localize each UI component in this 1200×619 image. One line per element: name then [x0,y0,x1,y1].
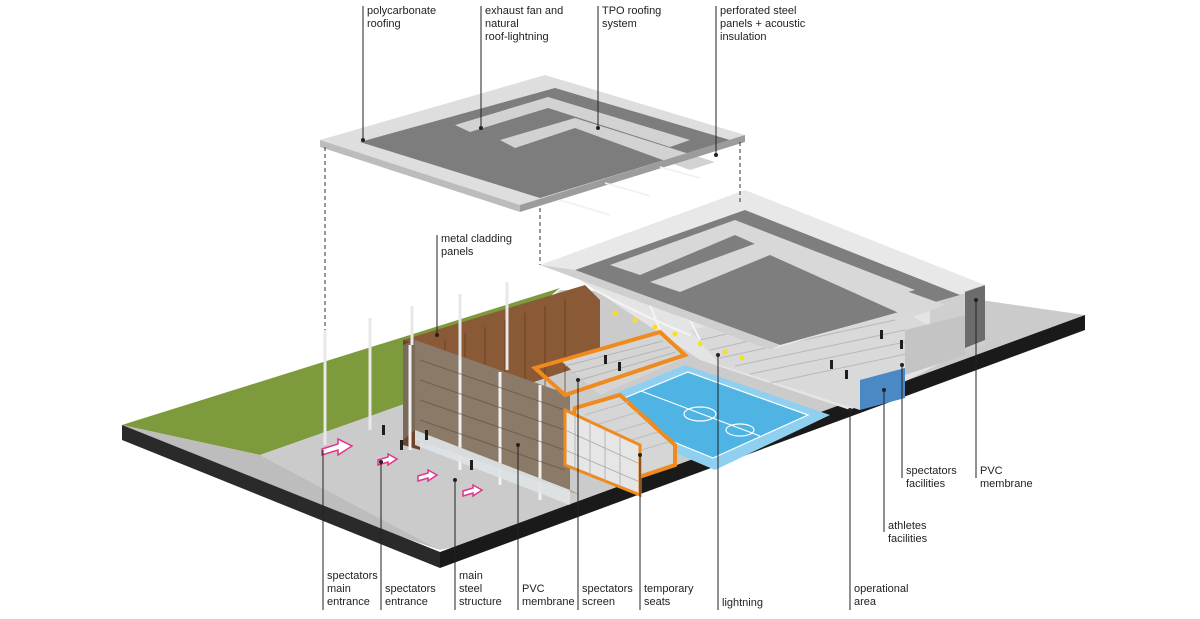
label-spectators-main-entrance: spectators main entrance [327,570,381,608]
label-tpo-roofing: TPO roofing system [602,5,664,30]
lighting-fixtures [612,310,745,361]
label-lightning: lightning [722,597,763,609]
explode-guides [324,142,741,330]
label-spectators-entrance: spectators entrance [385,583,439,608]
arrow-entrance-3 [462,483,484,498]
label-pvc-membrane-bottom: PVC membrane [522,583,575,608]
leader-lines [322,6,977,610]
entrance-arrows [321,437,484,498]
label-polycarbonate-roofing: polycarbonate roofing [367,5,439,30]
slab-top-left [122,425,440,550]
lighting-masts [323,282,509,445]
label-metal-cladding: metal cladding panels [441,233,515,258]
tpo-roofing-panel [360,88,730,198]
exploded-roof [320,75,745,216]
pvc-membrane-side [965,285,985,348]
label-spectators-facilities: spectators facilities [906,465,960,490]
slab-side-front [122,425,440,568]
arrow-main-entrance [321,437,354,457]
temporary-seats-upper [530,329,689,398]
facilities-stair [905,315,965,375]
people-figures [382,330,903,470]
label-spectators-screen: spectators screen [582,583,636,608]
label-operational-area: operational area [854,583,912,608]
arrow-entrance-2 [417,468,439,483]
glazing-lower [415,430,570,505]
hall-roof [540,190,985,350]
label-main-steel-structure: main steel structure [459,570,502,608]
label-exhaust-fan: exhaust fan and natural roof-lightning [485,5,566,43]
label-athletes-facilities: athletes facilities [888,520,930,545]
label-temporary-seats: temporary seats [644,583,697,608]
label-pvc-membrane-right: PVC membrane [980,465,1033,490]
label-perforated-panels: perforated steel panels + acoustic insul… [720,5,808,43]
leader-dots [361,126,978,482]
basketball-court [575,365,830,470]
